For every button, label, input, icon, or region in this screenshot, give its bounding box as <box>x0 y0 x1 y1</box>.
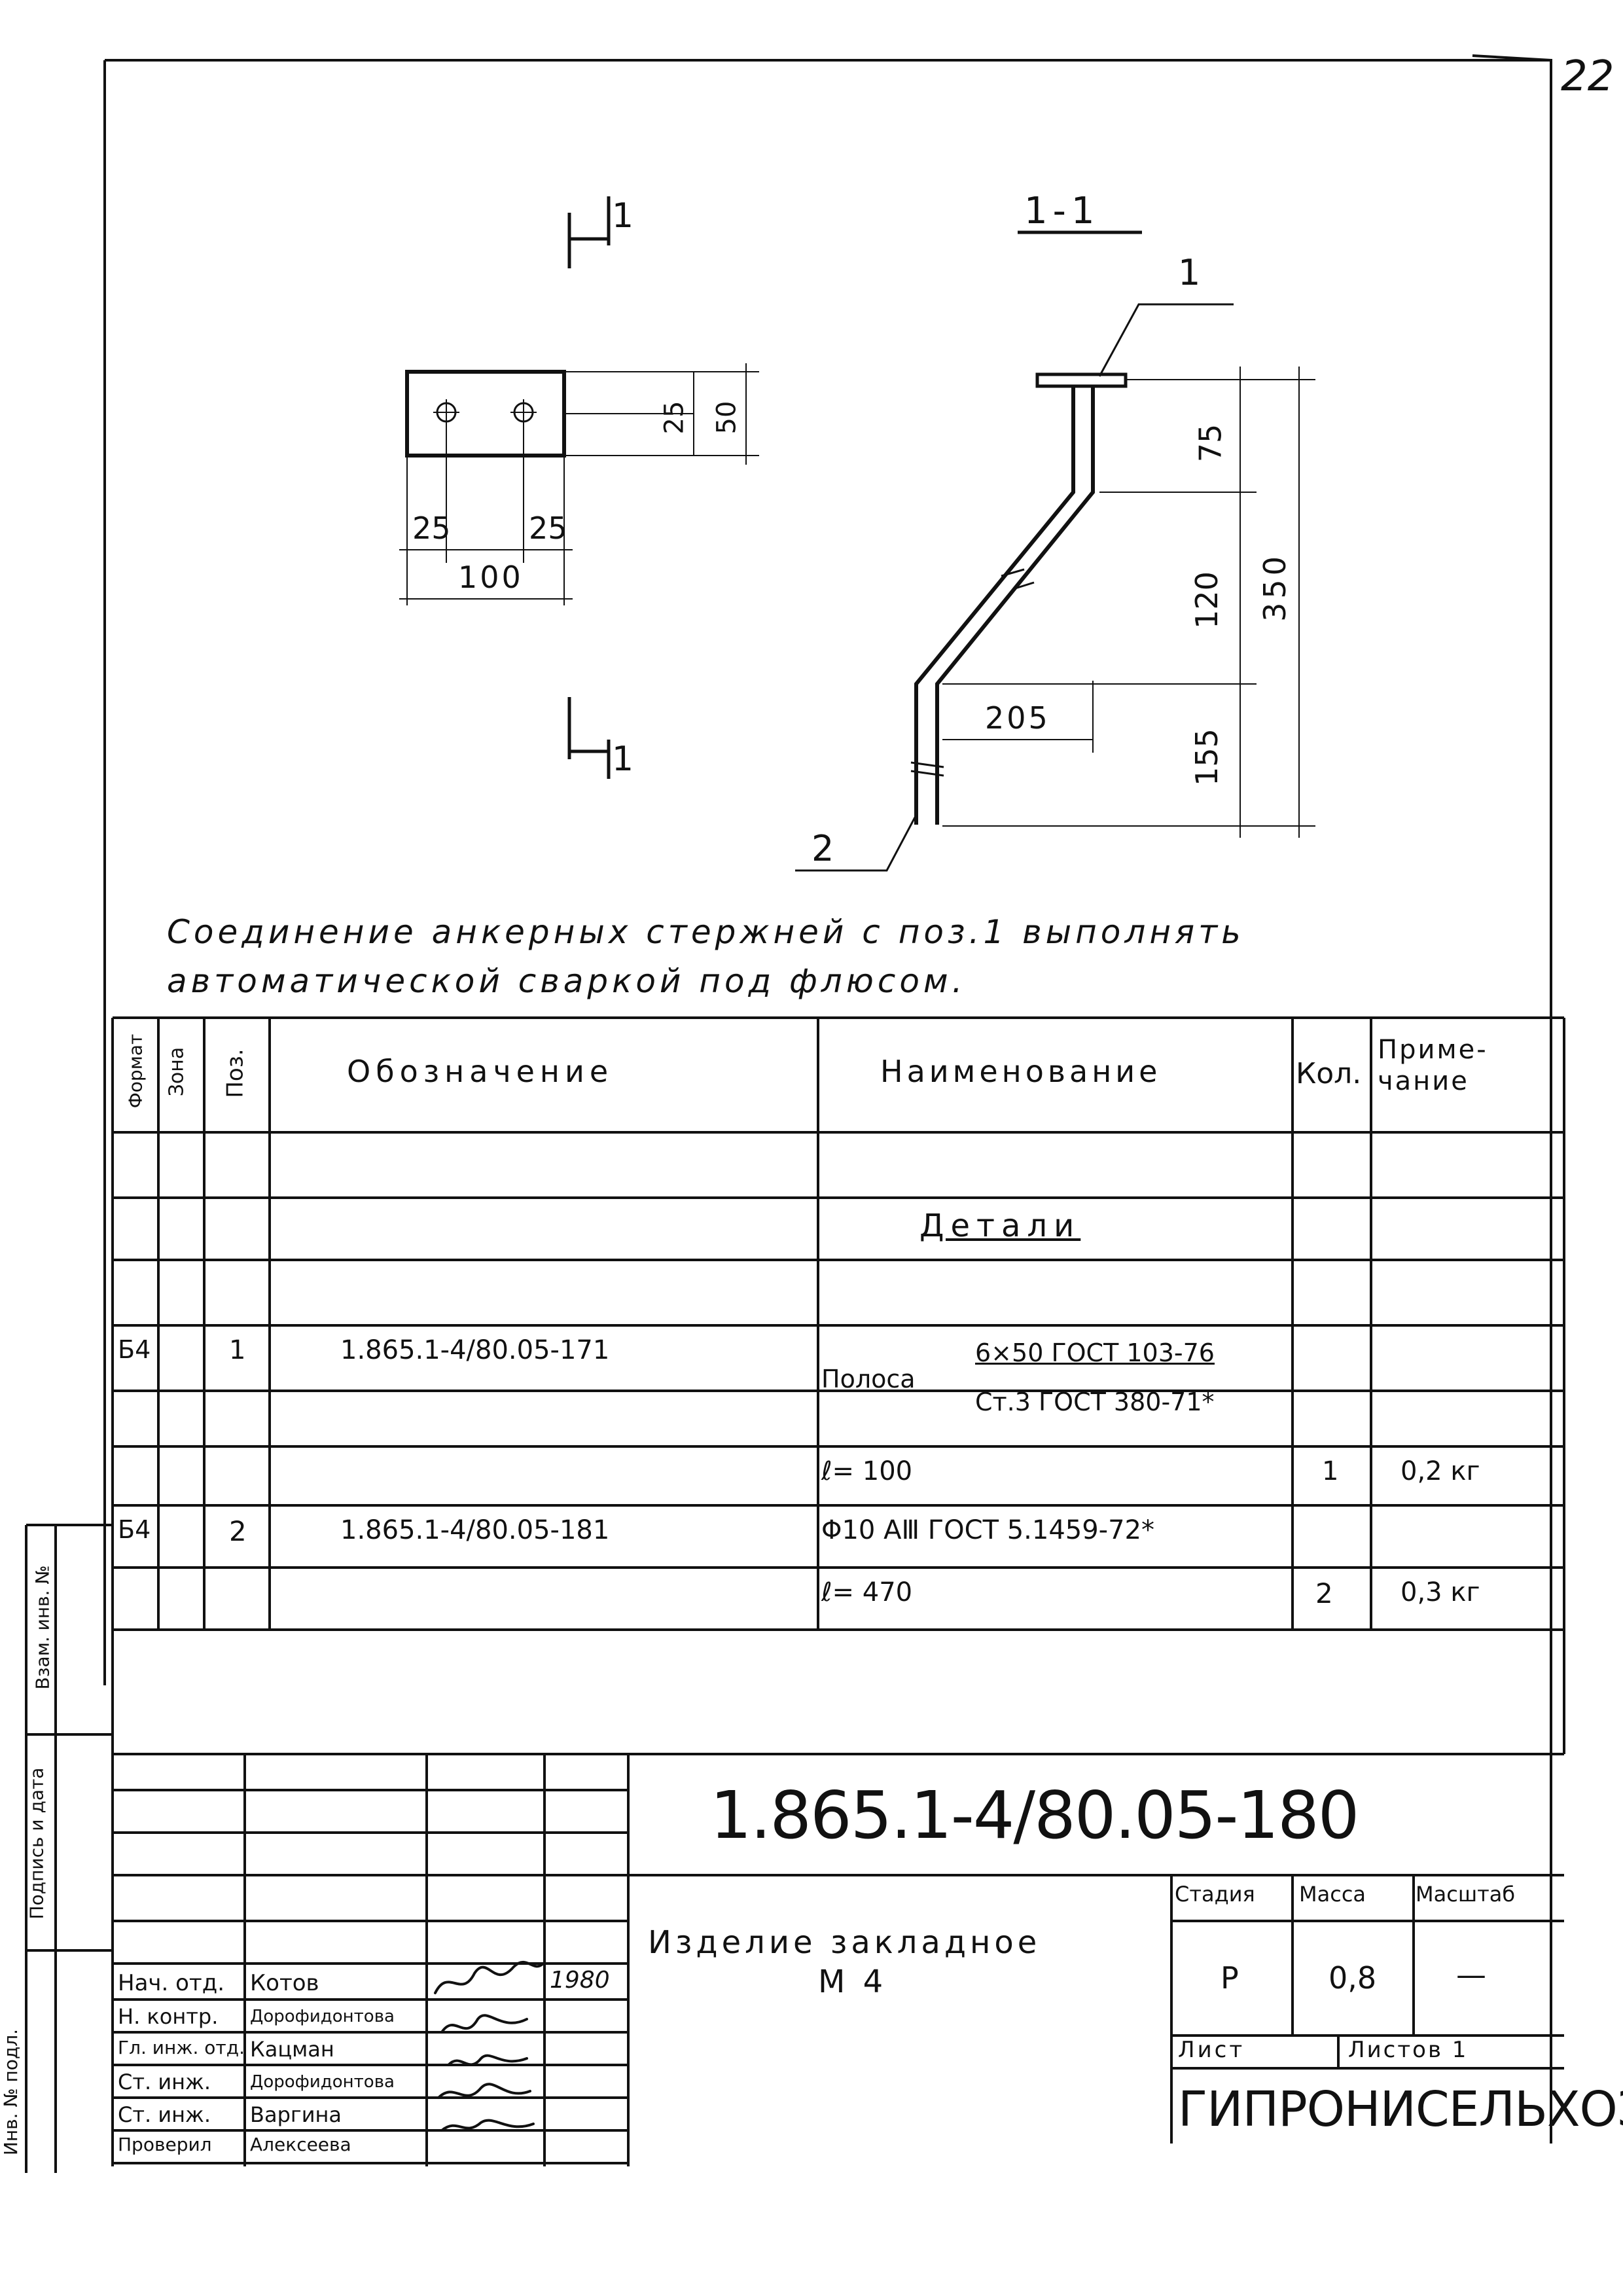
row4-name: ℓ= 470 <box>821 1577 913 1607</box>
dim-rod-middle: 120 <box>1188 571 1224 629</box>
staff-role-4: Ст. инж. <box>118 2070 211 2094</box>
header-qty: Кол. <box>1296 1057 1362 1090</box>
row1-name-den: Ст.3 ГОСТ 380-71* <box>975 1388 1215 1416</box>
row4-note: 0,3 кг <box>1400 1577 1480 1607</box>
row3-name: Φ10 АⅢ ГОСТ 5.1459-72* <box>821 1515 1155 1545</box>
dim-rod-total: 350 <box>1257 552 1293 622</box>
sheets-label: Листов 1 <box>1348 2037 1469 2063</box>
header-note: Приме- чание <box>1378 1035 1488 1096</box>
staff-name-2: Дорофидонтова <box>250 2007 395 2026</box>
title-line-2: М 4 <box>818 1964 887 2000</box>
section-title: 1-1 <box>1024 190 1100 232</box>
callout-1: 1 <box>1178 252 1201 293</box>
section-details: Детали <box>919 1208 1081 1244</box>
mass-value: 0,8 <box>1329 1960 1377 1996</box>
row1-format: Б4 <box>118 1335 151 1364</box>
note-line-1: Соединение анкерных стержней с поз.1 вып… <box>167 913 1245 951</box>
header-pos: Поз. <box>222 1049 249 1098</box>
dim-rod-top: 75 <box>1192 423 1228 463</box>
staff-role-6: Проверил <box>118 2134 212 2155</box>
row2-name: ℓ= 100 <box>821 1456 913 1486</box>
row4-qty: 2 <box>1315 1577 1333 1609</box>
dim-left-offset: 25 <box>412 511 451 546</box>
callout-2: 2 <box>812 828 834 869</box>
year: 1980 <box>550 1967 610 1994</box>
mass-label: Масса <box>1299 1882 1366 1907</box>
side-stamp-grid <box>25 1524 113 2173</box>
staff-name-4: Дорофидонтова <box>250 2072 395 2092</box>
stage-label: Стадия <box>1175 1882 1255 1907</box>
row1-name-num: 6×50 ГОСТ 103-76 <box>975 1338 1215 1367</box>
staff-name-6: Алексеева <box>250 2134 351 2155</box>
stage-value: Р <box>1221 1960 1239 1996</box>
spec-table-grid <box>111 1016 1565 2166</box>
row2-note: 0,2 кг <box>1400 1456 1480 1486</box>
title-block-grid <box>113 1754 1564 2166</box>
dim-rod-bottom: 155 <box>1188 728 1224 786</box>
title-line-1: Изделие закладное <box>648 1924 1041 1961</box>
org-name: ГИПРОНИСЕЛЬХОЗ <box>1178 2081 1623 2138</box>
dim-plate-height: 50 <box>711 401 742 435</box>
anchor-rod <box>914 386 1075 825</box>
staff-role-3: Гл. инж. отд. <box>118 2037 245 2058</box>
signatures <box>434 1960 544 2132</box>
staff-name-1: Котов <box>250 1970 319 1996</box>
scale-label: Масштаб <box>1416 1882 1516 1907</box>
stamp-sign-date: Подпись и дата <box>26 1767 48 1920</box>
staff-role-5: Ст. инж. <box>118 2102 211 2127</box>
row3-designation: 1.865.1-4/80.05-181 <box>340 1515 610 1545</box>
doc-code: 1.865.1-4/80.05-180 <box>710 1777 1359 1854</box>
note-line-2: автоматической сваркой под флюсом. <box>167 962 967 1000</box>
row2-qty: 1 <box>1322 1456 1339 1486</box>
dim-right-offset: 25 <box>529 511 567 546</box>
dim-plate-width: 100 <box>458 560 524 595</box>
sheet-number: 22 <box>1561 52 1614 101</box>
section-mark-bottom: 1 <box>612 740 634 779</box>
row3-pos: 2 <box>229 1515 247 1547</box>
dim-hole-offset: 25 <box>659 401 690 435</box>
header-designation: Обозначение <box>347 1054 614 1089</box>
header-format: Формат <box>124 1033 147 1109</box>
header-name: Наименование <box>880 1054 1162 1089</box>
row1-name-prefix: Полоса <box>821 1365 916 1393</box>
plate-outline <box>405 370 566 457</box>
dim-rod-horizontal: 205 <box>985 700 1050 736</box>
staff-role-1: Нач. отд. <box>118 1970 225 1996</box>
row3-format: Б4 <box>118 1515 151 1544</box>
sheet-label: Лист <box>1178 2037 1245 2063</box>
stamp-inv-orig: Инв. № подл. <box>0 2028 22 2156</box>
scale-value: — <box>1456 1957 1486 1992</box>
staff-role-2: Н. контр. <box>118 2004 219 2029</box>
header-zone: Зона <box>165 1047 188 1097</box>
row1-designation: 1.865.1-4/80.05-171 <box>340 1335 610 1365</box>
staff-name-3: Кацман <box>250 2037 334 2062</box>
stamp-inv-replace: Взам. инв. № <box>31 1565 54 1690</box>
section-mark-top: 1 <box>612 196 634 236</box>
row1-pos: 1 <box>229 1335 246 1365</box>
staff-name-5: Варгина <box>250 2102 342 2127</box>
